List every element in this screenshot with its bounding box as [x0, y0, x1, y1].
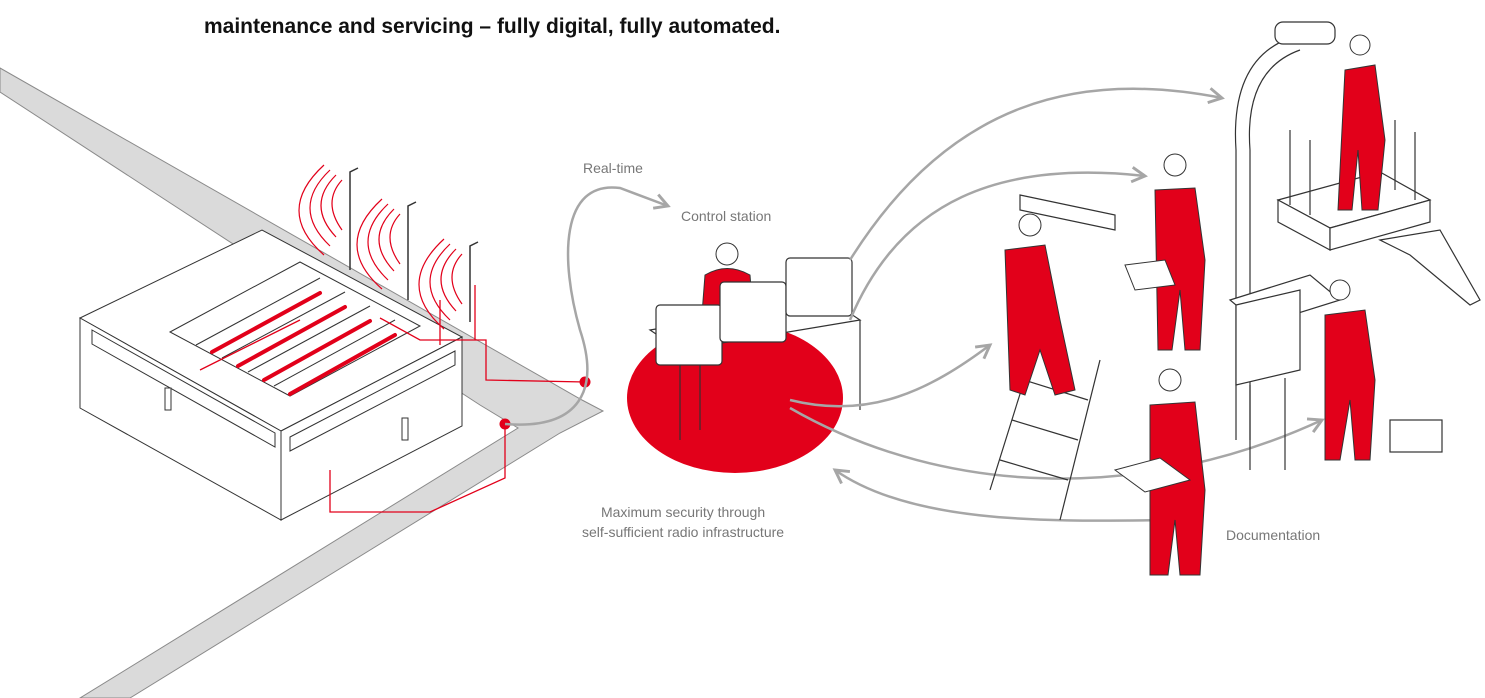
security-label-line-2: self-sufficient radio infrastructure [582, 524, 785, 540]
worker-with-tablet [1113, 368, 1206, 576]
light-fixture [1019, 194, 1116, 231]
worker-with-toolbox [1124, 153, 1206, 351]
factory-building [78, 229, 464, 521]
road [0, 67, 605, 698]
worker-on-lift [1337, 34, 1386, 211]
realtime-label: Real-time [583, 160, 643, 176]
task-arrows [789, 89, 1322, 522]
toolbox-icon [1389, 419, 1443, 453]
control-station [627, 242, 862, 473]
electrical-cabinet [1228, 274, 1342, 470]
realtime-connection [504, 186, 668, 426]
lift-platform [1276, 120, 1481, 306]
security-label: Maximum security through self-sufficient… [582, 502, 784, 542]
lighting-strips [210, 291, 397, 396]
worker-on-ladder [1004, 213, 1076, 396]
documentation-label: Documentation [1226, 527, 1321, 543]
headline: maintenance and servicing – fully digita… [204, 15, 781, 38]
network-lines [199, 285, 586, 513]
worker-at-cabinet [1324, 279, 1376, 461]
security-label-line-1: Maximum security through [600, 504, 766, 520]
street-lamps [298, 164, 479, 330]
control-station-label: Control station [681, 208, 772, 224]
